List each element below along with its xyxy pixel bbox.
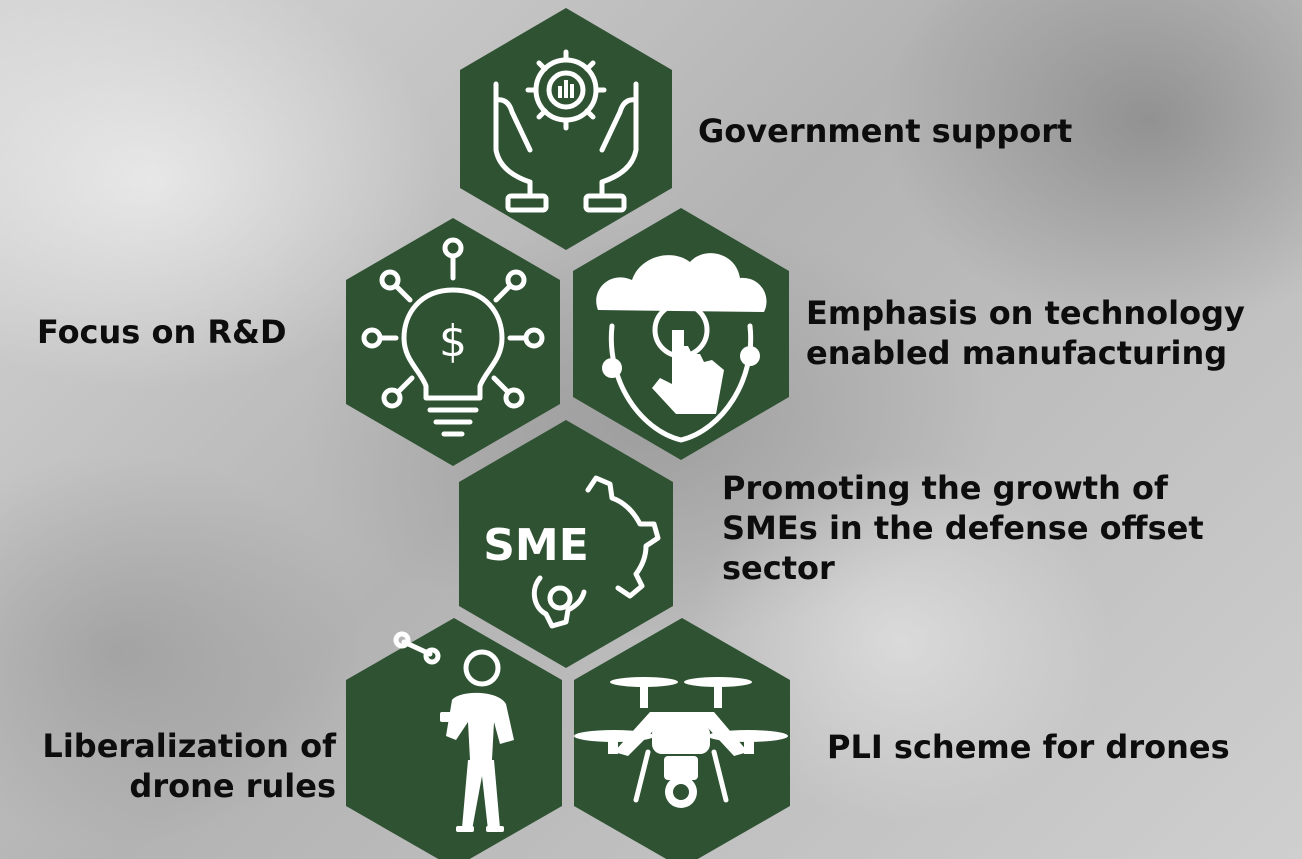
lightbulb-dollar-icon: $ (361, 237, 545, 437)
sme-gear-icon: SME (483, 475, 661, 629)
hex-sme-growth: SME (459, 420, 673, 668)
drone-camera-icon (574, 677, 788, 808)
cloud-touch-gear-icon (596, 253, 767, 443)
label-focus-rd: Focus on R&D (37, 313, 287, 351)
sme-icon-label: SME (483, 520, 589, 571)
hex-pli-drones (574, 618, 790, 859)
hands-gear-icon (493, 49, 639, 213)
svg-text:$: $ (439, 316, 467, 367)
label-government-support: Government support (698, 112, 1073, 150)
hex-drone-rules (346, 618, 562, 859)
hex-focus-rd: $ (346, 218, 560, 466)
label-sme-growth: Promoting the growth of SMEs in the defe… (722, 469, 1204, 587)
hex-government-support (460, 8, 672, 250)
hex-technology-manufacturing (573, 208, 789, 460)
label-pli-drones: PLI scheme for drones (827, 728, 1230, 766)
label-drone-rules: Liberalization of drone rules (42, 727, 336, 805)
person-flying-drone-icon (393, 631, 514, 832)
label-technology-manufacturing: Emphasis on technology enabled manufactu… (806, 294, 1245, 372)
